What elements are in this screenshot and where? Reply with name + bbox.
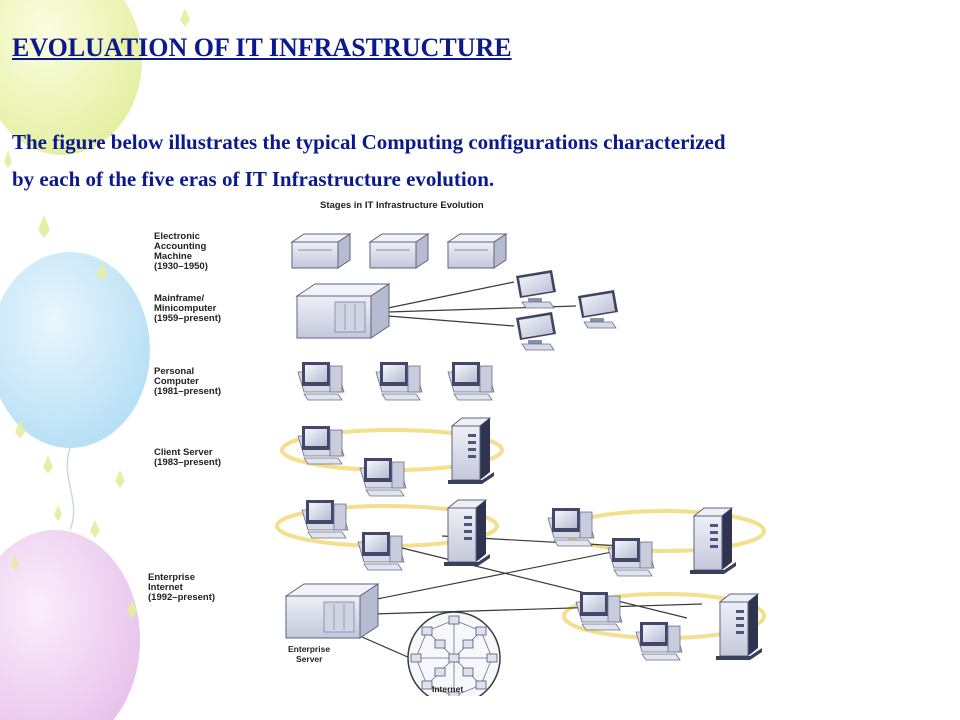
- era-label-line: Client Server: [154, 447, 213, 458]
- era-label-mainframe: Mainframe/ Minicomputer (1959–present): [154, 293, 221, 324]
- svg-text:(1981–present): (1981–present): [154, 386, 221, 397]
- era-label-line: Machine: [154, 251, 192, 262]
- intro-line-2: by each of the five eras of IT Infrastru…: [12, 167, 495, 191]
- era-label-line: (1959–present): [154, 313, 221, 324]
- terminal-icon: [577, 289, 619, 329]
- enterprise-server-label: Enterprise: [288, 644, 330, 654]
- svg-text:(1992–present): (1992–present): [148, 592, 215, 603]
- svg-text:Mainframe/: Mainframe/: [154, 293, 205, 304]
- server-icon: [443, 499, 491, 567]
- era-label-client-server: Client Server (1983–present): [154, 447, 221, 468]
- svg-text:Minicomputer: Minicomputer: [154, 303, 217, 314]
- svg-text:Enterprise: Enterprise: [288, 644, 330, 654]
- svg-text:Computer: Computer: [154, 376, 199, 387]
- svg-text:Accounting: Accounting: [154, 241, 206, 252]
- terminal-icon: [515, 311, 557, 351]
- enterprise-server-label: Server: [296, 654, 323, 664]
- era2-mainframe-network: [296, 269, 619, 351]
- svg-text:Enterprise: Enterprise: [148, 572, 195, 583]
- client-computer-icon: [607, 537, 655, 577]
- figure-title: Stages in IT Infrastructure Evolution: [320, 200, 484, 211]
- mainframe-icon: [296, 283, 390, 339]
- era-label-line: (1992–present): [148, 592, 215, 603]
- personal-computer-icon: [375, 361, 423, 401]
- era-label-line: Minicomputer: [154, 303, 217, 314]
- era-label-line: (1981–present): [154, 386, 221, 397]
- era5-enterprise-internet: [275, 499, 766, 696]
- client-computer-icon: [297, 425, 345, 465]
- era-label-line: Accounting: [154, 241, 206, 252]
- internet-label: Internet: [432, 684, 463, 694]
- era-label-line: Enterprise: [148, 572, 195, 583]
- svg-text:Internet: Internet: [148, 582, 184, 593]
- client-computer-icon: [359, 457, 407, 497]
- svg-text:Electronic: Electronic: [154, 231, 200, 242]
- client-computer-icon: [575, 591, 623, 631]
- intro-paragraph: The figure below illustrates the typical…: [12, 124, 942, 198]
- server-icon: [715, 593, 763, 661]
- svg-text:(1930–1950): (1930–1950): [154, 261, 208, 272]
- era-label-line: Electronic: [154, 231, 200, 242]
- era-label-line: Computer: [154, 376, 199, 387]
- blue-balloon: [0, 252, 150, 448]
- internet-globe-icon: [407, 611, 501, 696]
- era-label-line: Mainframe/: [154, 293, 205, 304]
- personal-computer-icon: [297, 361, 345, 401]
- client-computer-icon: [301, 499, 349, 539]
- infrastructure-evolution-figure: Stages in IT Infrastructure Evolution El…: [148, 200, 766, 696]
- pink-balloon: [0, 530, 140, 720]
- client-computer-icon: [357, 531, 405, 571]
- era-label-line: (1930–1950): [154, 261, 208, 272]
- server-icon: [689, 507, 737, 575]
- era4-client-server: [280, 417, 504, 497]
- svg-text:Personal: Personal: [154, 366, 194, 377]
- era3-personal-computers: [297, 361, 495, 401]
- svg-text:Server: Server: [296, 654, 323, 664]
- confetti-stars: [4, 8, 190, 618]
- svg-text:(1959–present): (1959–present): [154, 313, 221, 324]
- accounting-machine-icon: [369, 233, 429, 269]
- svg-text:(1983–present): (1983–present): [154, 457, 221, 468]
- client-computer-icon: [547, 507, 595, 547]
- era-label-line: Internet: [148, 582, 184, 593]
- client-computer-icon: [635, 621, 683, 661]
- era-label-line: (1983–present): [154, 457, 221, 468]
- personal-computer-icon: [447, 361, 495, 401]
- svg-text:Client Server: Client Server: [154, 447, 213, 458]
- era1-machines: [291, 233, 507, 269]
- enterprise-server-icon: [285, 583, 379, 639]
- server-icon: [447, 417, 495, 485]
- accounting-machine-icon: [447, 233, 507, 269]
- svg-text:Machine: Machine: [154, 251, 192, 262]
- era-label-electronic-accounting: Electronic Accounting Machine (1930–1950…: [154, 231, 208, 272]
- era-label-personal-computer: Personal Computer (1981–present): [154, 366, 221, 397]
- terminal-icon: [515, 269, 557, 309]
- balloon-string: [66, 447, 75, 531]
- accounting-machine-icon: [291, 233, 351, 269]
- era-label-enterprise-internet: Enterprise Internet (1992–present): [148, 572, 215, 603]
- era-label-line: Personal: [154, 366, 194, 377]
- intro-line-1: The figure below illustrates the typical…: [12, 130, 726, 154]
- yellow-balloon: [0, 0, 142, 155]
- slide-title: EVOLUATION OF IT INFRASTRUCTURE: [12, 33, 512, 62]
